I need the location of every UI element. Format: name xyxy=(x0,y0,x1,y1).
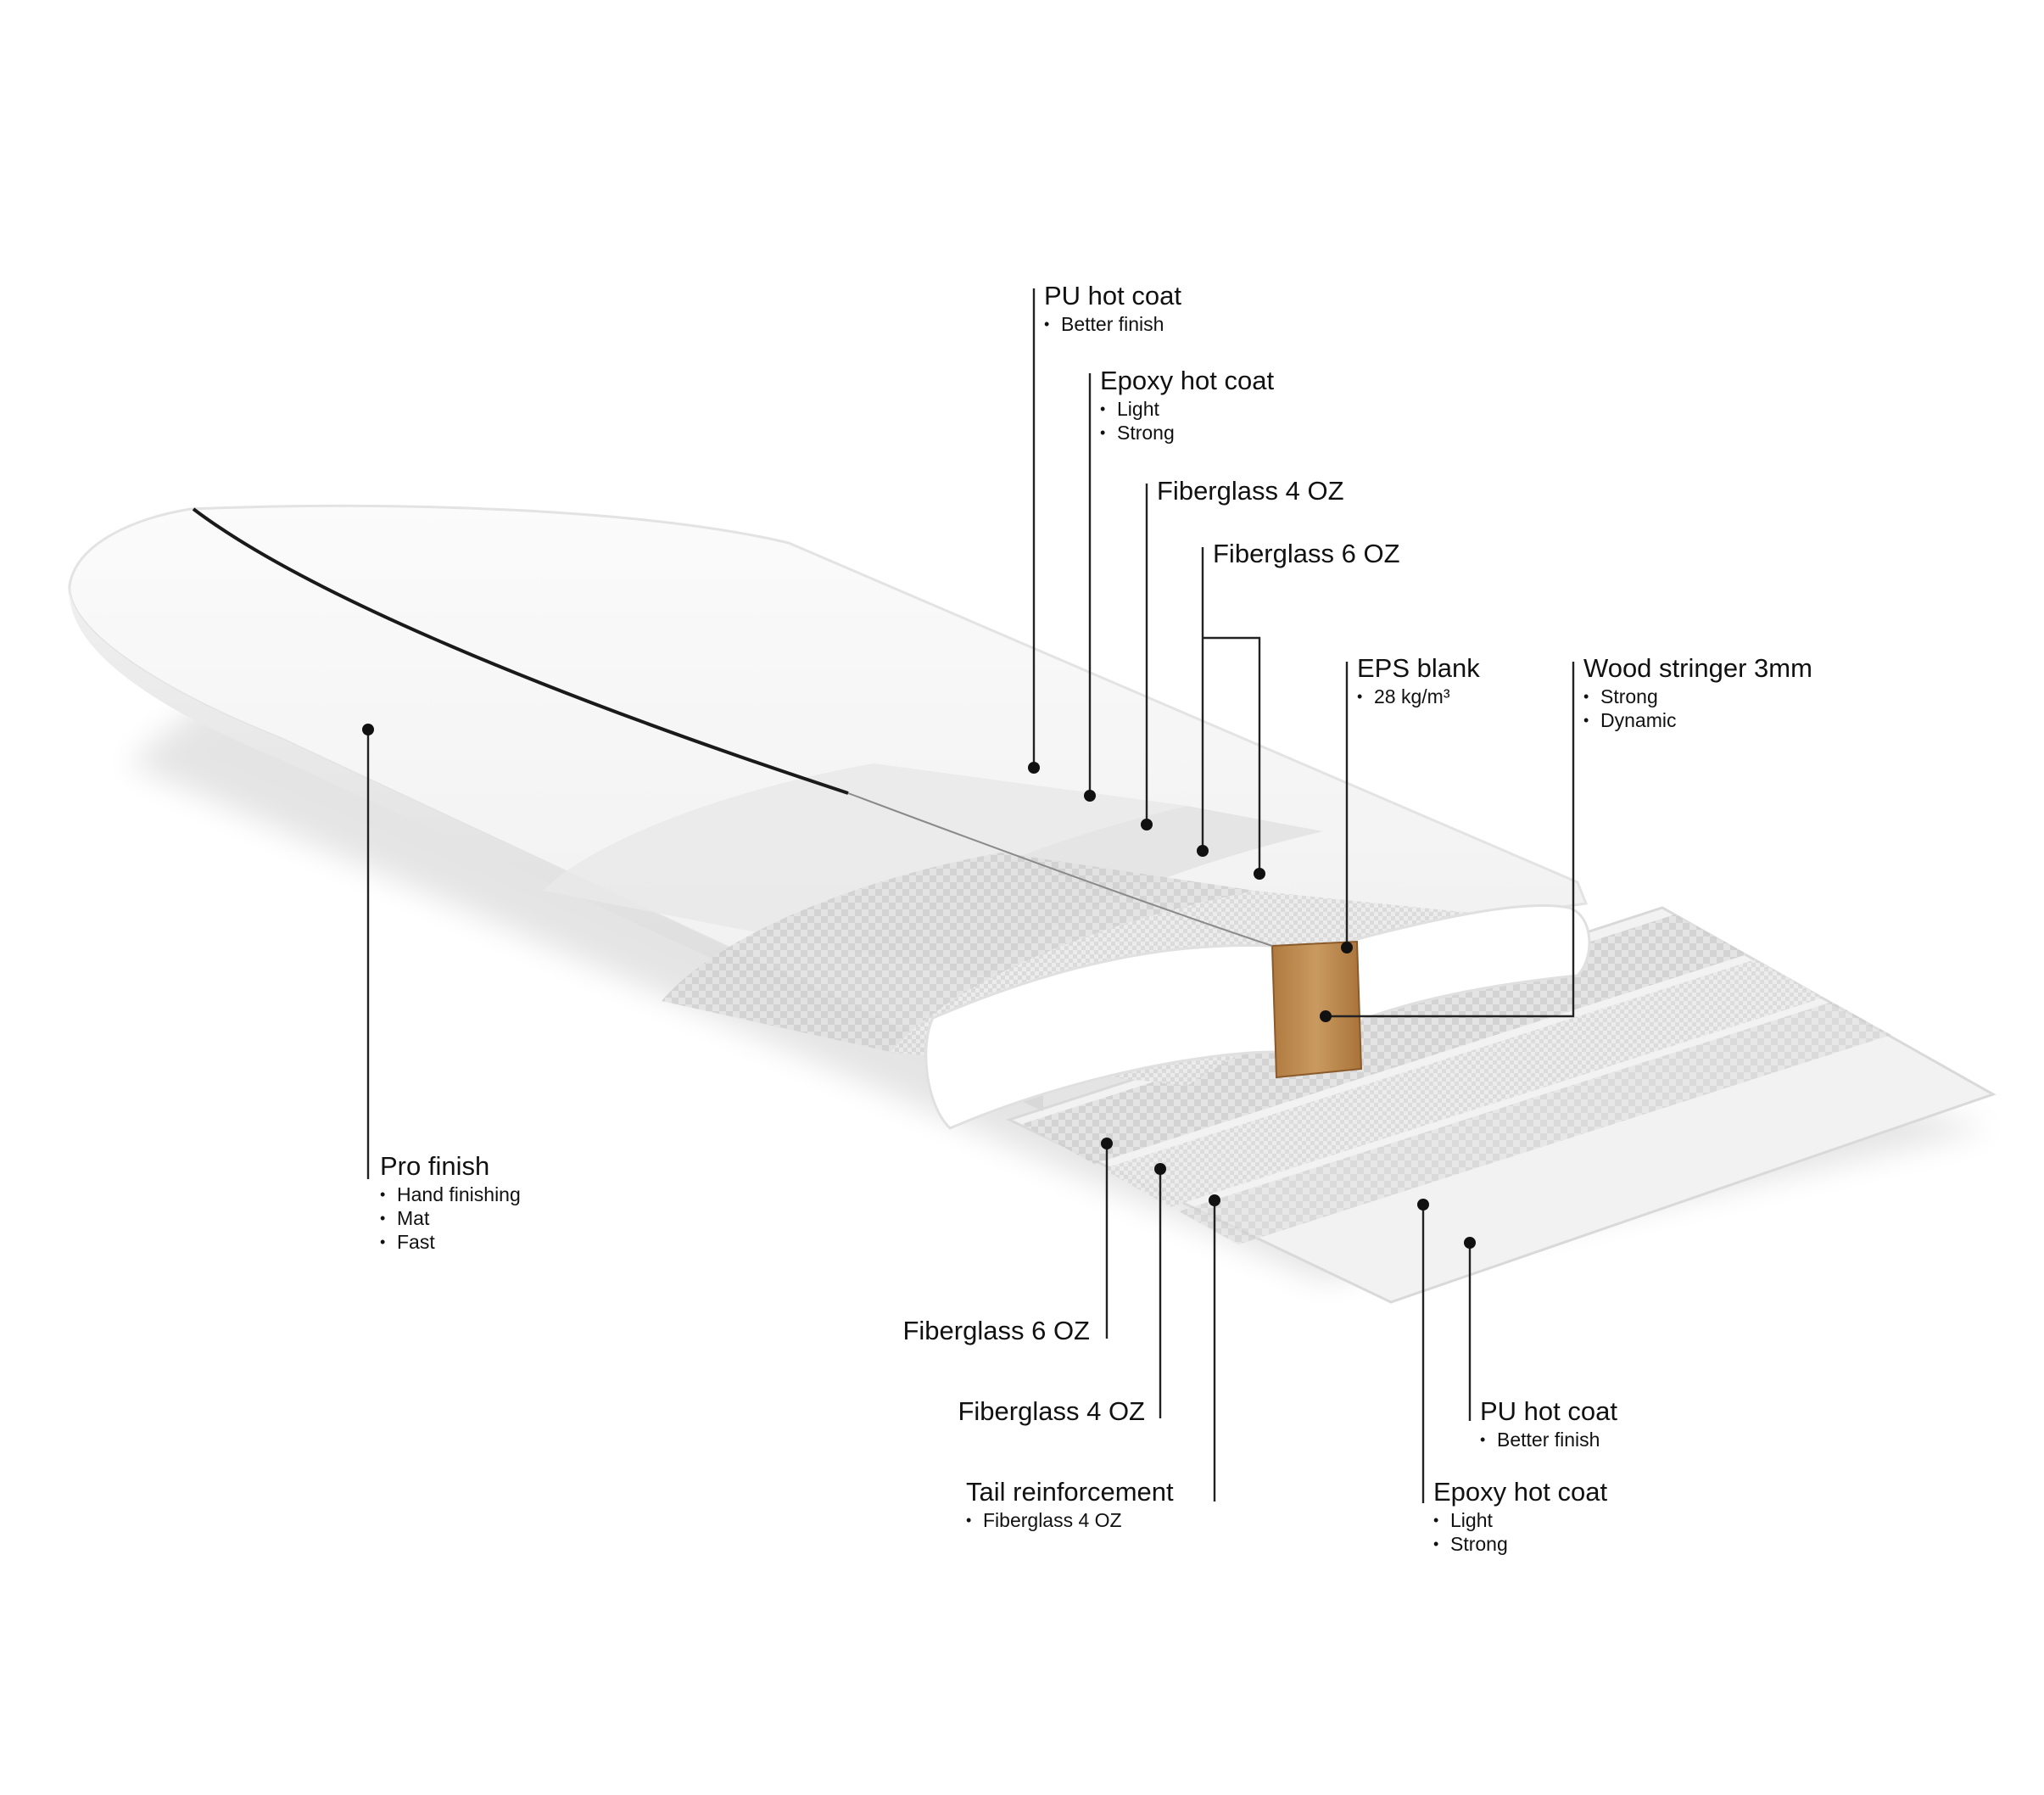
label-bullet: Better finish xyxy=(1044,312,1181,336)
label-bullet: Light xyxy=(1433,1508,1607,1532)
label-pu-hot-coat-bottom: PU hot coat Better finish xyxy=(1480,1395,1617,1451)
label-title: EPS blank xyxy=(1357,653,1480,683)
label-title: Tail reinforcement xyxy=(966,1477,1174,1507)
dot-pu-hot-coat-bottom xyxy=(1464,1237,1476,1249)
dot-tail-reinforcement xyxy=(1209,1194,1220,1206)
label-pro-finish: Pro finish Hand finishing Mat Fast xyxy=(380,1150,521,1254)
dot-pro-finish xyxy=(362,724,374,735)
label-epoxy-hot-coat-bottom: Epoxy hot coat Light Strong xyxy=(1433,1476,1607,1556)
label-bullet: Better finish xyxy=(1480,1428,1617,1451)
wood-stringer-block xyxy=(1271,940,1363,1079)
label-tail-reinforcement: Tail reinforcement Fiberglass 4 OZ xyxy=(966,1476,1174,1532)
label-title: Fiberglass 4 OZ xyxy=(1157,476,1344,506)
label-wood-stringer: Wood stringer 3mm Strong Dynamic xyxy=(1583,652,1812,732)
dot-eps-blank xyxy=(1341,942,1353,953)
label-bullet: Strong xyxy=(1100,421,1274,445)
label-bullet: Hand finishing xyxy=(380,1183,521,1206)
top-pu-hot-coat-band xyxy=(543,763,1187,950)
dot-fiberglass-4oz-bottom xyxy=(1154,1163,1166,1175)
dot-wood-stringer xyxy=(1320,1010,1332,1022)
top-fiberglass-4oz-band xyxy=(662,853,1255,1052)
label-bullet: Strong xyxy=(1433,1532,1607,1556)
label-title: Fiberglass 6 OZ xyxy=(902,1316,1090,1345)
label-title: Epoxy hot coat xyxy=(1100,366,1275,395)
label-bullet: Light xyxy=(1100,397,1274,421)
eps-blank-right xyxy=(1330,903,1591,1033)
label-pu-hot-coat-top: PU hot coat Better finish xyxy=(1044,280,1181,336)
dot-fiberglass-6oz-top-b xyxy=(1254,868,1265,880)
label-bullet: Fast xyxy=(380,1230,521,1254)
label-title: Wood stringer 3mm xyxy=(1583,653,1812,683)
label-fiberglass-4oz-top: Fiberglass 4 OZ xyxy=(1157,475,1344,507)
label-bullet: Mat xyxy=(380,1206,521,1230)
eps-blank-left xyxy=(924,944,1278,1130)
label-fiberglass-6oz-bottom: Fiberglass 6 OZ xyxy=(848,1315,1090,1347)
dot-fiberglass-4oz-top xyxy=(1141,819,1153,830)
label-eps-blank: EPS blank 28 kg/m³ xyxy=(1357,652,1480,708)
label-title: Fiberglass 6 OZ xyxy=(1213,539,1400,568)
label-title: Epoxy hot coat xyxy=(1433,1477,1608,1507)
label-epoxy-hot-coat-top: Epoxy hot coat Light Strong xyxy=(1100,365,1274,445)
label-title: PU hot coat xyxy=(1044,281,1181,310)
label-fiberglass-6oz-top: Fiberglass 6 OZ xyxy=(1213,538,1400,570)
label-title: Pro finish xyxy=(380,1151,490,1181)
dot-fiberglass-6oz-top-a xyxy=(1197,845,1209,857)
tail-reinforcement-band xyxy=(1179,1002,1891,1244)
label-bullet: Fiberglass 4 OZ xyxy=(966,1508,1174,1532)
deck-stringer-line xyxy=(192,507,849,795)
label-title: PU hot coat xyxy=(1480,1396,1617,1426)
bottom-fiberglass-4oz-band xyxy=(1103,959,1823,1207)
dot-pu-hot-coat-top xyxy=(1028,762,1040,774)
dot-epoxy-hot-coat-top xyxy=(1084,790,1096,802)
dot-fiberglass-6oz-bottom xyxy=(1101,1138,1113,1149)
deck-stringer-line-faded xyxy=(847,792,1273,947)
label-bullet: Strong xyxy=(1583,685,1812,708)
dot-epoxy-hot-coat-bottom xyxy=(1417,1199,1429,1211)
leader-wood-stringer xyxy=(1326,662,1575,1018)
label-title: Fiberglass 4 OZ xyxy=(958,1396,1145,1426)
label-fiberglass-4oz-bottom: Fiberglass 4 OZ xyxy=(903,1395,1145,1428)
leader-fiberglass-6oz-top-branch xyxy=(1203,636,1261,874)
label-bullet: Dynamic xyxy=(1583,708,1812,732)
label-bullet: 28 kg/m³ xyxy=(1357,685,1480,708)
